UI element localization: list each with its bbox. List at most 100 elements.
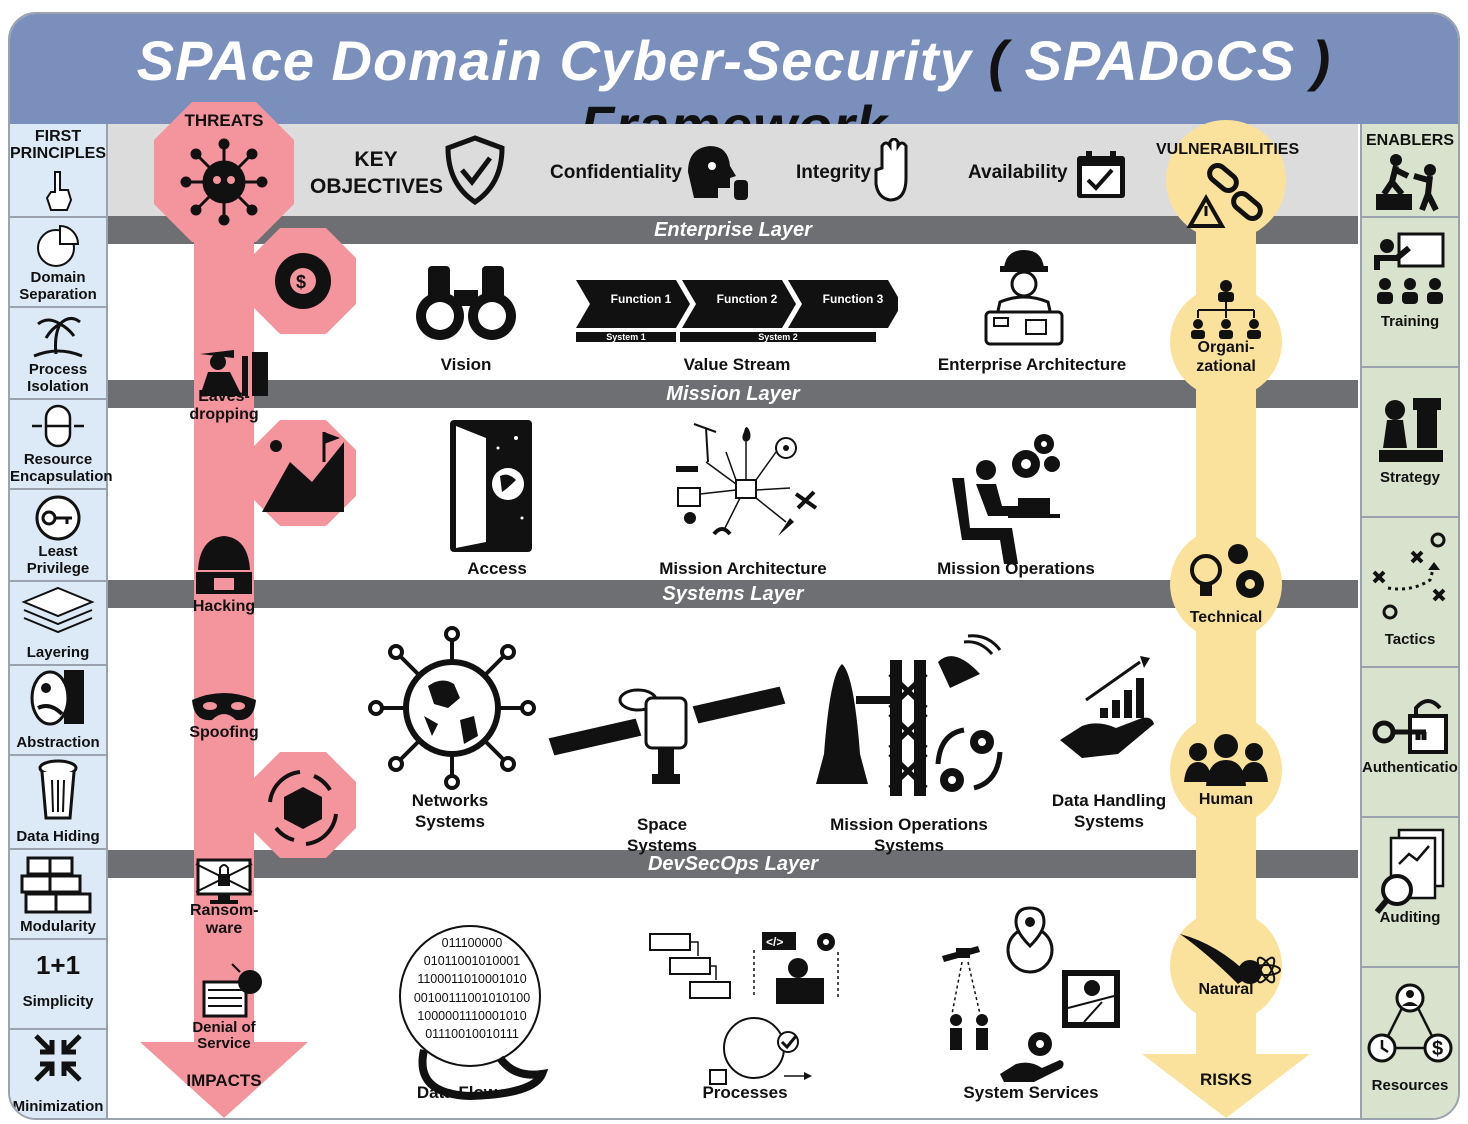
- function-3-label: Function 3: [822, 292, 884, 306]
- principle-minimization: Minimization: [10, 1030, 106, 1118]
- principle-data-hiding: Data Hiding: [10, 756, 106, 850]
- architect-icon: [984, 250, 1064, 346]
- binary-line: 1000001110001010: [417, 1008, 527, 1023]
- principle-label: Simplicity: [22, 993, 94, 1010]
- broken-chain-warning-icon: [1186, 163, 1263, 228]
- mission-operations-icon: [952, 434, 1060, 564]
- enabler-strategy: Strategy: [1362, 368, 1458, 518]
- vulnerability-technical: Technical: [1189, 609, 1263, 626]
- vulnerabilities-heading: VULNERABILITIES: [1156, 141, 1300, 158]
- layers-icon: [21, 586, 95, 634]
- principle-label: Domain Separation: [19, 269, 97, 303]
- lightbulb-gears-icon: [1190, 544, 1264, 598]
- key-objectives-band: [108, 124, 1358, 216]
- svg-text:$: $: [1432, 1038, 1443, 1060]
- mission-operations-label: Mission Operations: [937, 559, 1095, 578]
- title-part2: SPADoCS: [1024, 29, 1296, 92]
- data-flow-label: Data Flow: [416, 1083, 498, 1102]
- key-lock-icon: [1372, 699, 1448, 754]
- binoculars-icon: [416, 266, 516, 340]
- principle-label: Process Isolation: [27, 361, 89, 395]
- building-blocks-icon: [20, 856, 92, 914]
- calendar-check-icon: [1077, 151, 1125, 198]
- tactics-play-icon: [1372, 532, 1446, 620]
- space-systems-label: Space Systems: [627, 815, 697, 855]
- system-services-label: System Services: [963, 1083, 1099, 1102]
- title-close-paren: ): [1311, 29, 1332, 92]
- threats-heading: THREATS: [184, 111, 264, 130]
- system-2-label: System 2: [758, 332, 798, 342]
- one-plus-one-glyph: 1+1: [35, 950, 81, 980]
- objective-availability: Availability: [968, 162, 1068, 183]
- mission-operations-systems-label: Mission Operations Systems: [830, 815, 988, 855]
- pie-chart-icon: [37, 224, 80, 267]
- first-principles-heading: FIRST PRINCIPLES: [10, 128, 107, 162]
- function-1-label: Function 1: [610, 292, 672, 306]
- enabler-training: Training: [1362, 218, 1458, 368]
- threat-denial-of-service: Denial of Service: [192, 1019, 256, 1052]
- launch-ops-icon: [816, 634, 1003, 796]
- shield-check-icon: [445, 135, 505, 206]
- principle-least-privilege: Least Privilege: [10, 490, 106, 582]
- vulnerability-organizational: Organi-zational: [1196, 339, 1256, 375]
- mission-architecture-label: Mission Architecture: [659, 559, 827, 578]
- resources-cycle-icon: $: [1367, 983, 1453, 1063]
- binary-line: 00100111001010100: [413, 990, 531, 1005]
- key-in-circle-icon: [35, 495, 81, 541]
- island-icon: [33, 317, 83, 358]
- vulnerability-natural: Natural: [1198, 981, 1254, 998]
- threat-hacking: Hacking: [192, 598, 256, 615]
- open-door-space-icon: [450, 420, 532, 552]
- value-stream-chevrons: [576, 280, 898, 342]
- vulnerability-human: Human: [1198, 791, 1254, 808]
- mask-icon: [192, 693, 256, 721]
- binary-line: 011100000: [441, 936, 503, 950]
- data-flow-icon: [399, 925, 549, 1101]
- principle-label: Layering: [26, 644, 90, 661]
- enablers-heading: ENABLERS: [1365, 132, 1454, 149]
- vulnerabilities-arrow: [1142, 120, 1310, 1118]
- threat-ransomware: Ransom-ware: [190, 902, 259, 937]
- enablers-column: ENABLERS Training Strategy Tactics Authe…: [1360, 124, 1458, 1118]
- chess-pieces-icon: [1379, 398, 1443, 462]
- enterprise-architecture-label: Enterprise Architecture: [937, 355, 1127, 374]
- principle-label: Least Privilege: [26, 543, 90, 577]
- enablers-heading-cell: ENABLERS: [1362, 124, 1458, 218]
- eavesdropper-icon: [200, 350, 268, 396]
- function-2-label: Function 2: [716, 292, 778, 306]
- binary-line: 01011001010001: [423, 954, 521, 969]
- principle-modularity: Modularity: [10, 850, 106, 940]
- enabler-resources: $ Resources: [1362, 968, 1458, 1118]
- enabler-authentication: Authentication: [1362, 668, 1458, 818]
- enabler-label: Resources: [1371, 1077, 1449, 1094]
- objective-confidentiality: Confidentiality: [550, 162, 682, 183]
- audit-report-icon: [1374, 828, 1445, 914]
- enterprise-vision-label: Vision: [440, 355, 492, 374]
- networks-systems-label: Networks Systems: [411, 791, 489, 831]
- threats-arrow: $: [140, 102, 356, 1118]
- mission-access-label: Access: [467, 559, 527, 578]
- minimize-arrows-icon: [34, 1034, 82, 1082]
- org-chart-icon: [1191, 280, 1261, 339]
- dollar-gear-icon: $: [275, 253, 331, 309]
- first-principles-column: FIRST PRINCIPLES Domain Separation Proce…: [10, 124, 113, 1118]
- enabler-tactics: Tactics: [1362, 518, 1458, 668]
- enabler-label: Tactics: [1384, 631, 1436, 648]
- processes-label: Processes: [702, 1083, 788, 1102]
- trash-can-icon: [38, 759, 78, 820]
- comet-atom-icon: [1180, 934, 1281, 984]
- enabler-label: Auditing: [1379, 909, 1441, 926]
- principle-resource-encapsulation: Resource Encapsulation: [10, 400, 113, 490]
- satellite-icon: [547, 685, 786, 784]
- value-stream-label: Value Stream: [683, 355, 791, 374]
- enabler-label: Strategy: [1379, 469, 1441, 486]
- denial-of-service-icon: [202, 963, 262, 1018]
- principle-abstraction: Abstraction: [10, 666, 106, 756]
- capsule-icon: [32, 404, 84, 448]
- cube-cycle-icon: [268, 770, 338, 846]
- system-1-label: System 1: [606, 332, 646, 342]
- data-handling-icon: [1060, 656, 1154, 758]
- binary-stream: 011100000 01011001010001 110001101000101…: [402, 934, 542, 1043]
- principle-domain-separation: Domain Separation: [10, 218, 106, 308]
- mission-layer-bar: Mission Layer: [108, 380, 1358, 408]
